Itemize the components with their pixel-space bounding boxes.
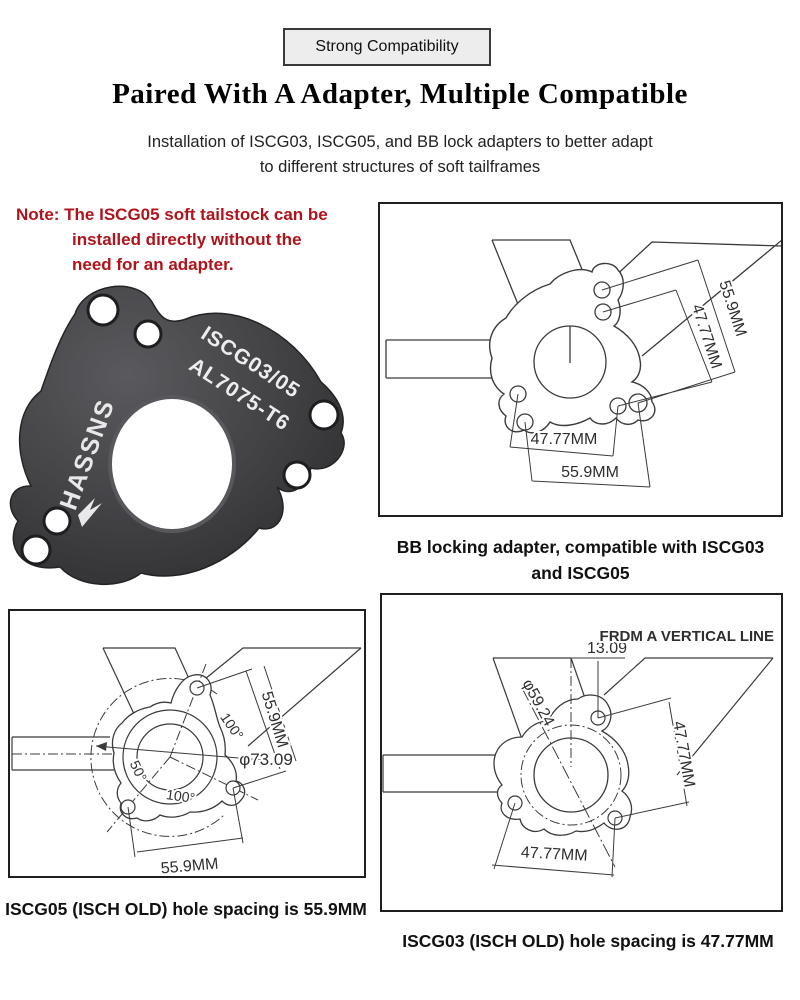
iscg05-caption: ISCG05 (ISCH OLD) hole spacing is 55.9MM bbox=[5, 899, 367, 919]
dim-label-55-9-bottom: 55.9MM bbox=[160, 856, 219, 876]
bb-shell-circle bbox=[533, 325, 607, 399]
badge-label: Strong Compatibility bbox=[315, 38, 459, 55]
center-bore-hole bbox=[108, 395, 236, 533]
adapter-plate-outline bbox=[493, 694, 633, 836]
bb-caption-line1: BB locking adapter, compatible with ISCG… bbox=[396, 537, 765, 557]
subtitle-line1: Installation of ISCG03, ISCG05, and BB l… bbox=[147, 133, 653, 151]
brand-logo-icon bbox=[78, 498, 102, 527]
dim-label-47-77-rot: 47.77MM bbox=[688, 302, 725, 371]
iscg05-diagram-box: 55.9MM φ73.09 100° 50° 100° 55.9MM bbox=[8, 609, 366, 880]
bolt-hole bbox=[282, 460, 312, 490]
bolt-hole bbox=[133, 319, 163, 349]
subtitle-line2: to different structures of soft tailfram… bbox=[259, 158, 541, 176]
dim-label-55-9-bottom: 55.9MM bbox=[561, 464, 619, 481]
reference-note-label: FRDM A VERTICAL LINE bbox=[600, 628, 774, 645]
bolt-hole bbox=[42, 506, 72, 536]
adapter-product-photo: ISCG03/05 AL7075-T6 HASSNS bbox=[9, 285, 345, 585]
frame-tubes bbox=[382, 657, 774, 793]
arrowhead bbox=[96, 742, 107, 751]
adapter-plate-outline bbox=[111, 674, 246, 822]
bb-diagram-box: 55.9MM 47.77MM 47.77MM 55.9MM bbox=[378, 202, 783, 517]
iscg05-diagram: 55.9MM φ73.09 100° 50° 100° 55.9MM bbox=[11, 647, 362, 880]
bolt-hole bbox=[308, 399, 340, 431]
bolt-radial-centerlines bbox=[106, 663, 259, 833]
dimension-lines bbox=[95, 665, 297, 858]
diameter-label: φ73.09 bbox=[239, 750, 293, 769]
note-text: Note: The ISCG05 soft tailstock can be i… bbox=[16, 202, 348, 277]
iscg03-caption: ISCG03 (ISCH OLD) hole spacing is 47.77M… bbox=[402, 931, 774, 951]
dimension-lines bbox=[509, 259, 736, 488]
dimension-lines bbox=[491, 657, 690, 878]
offset-label: 13.09 bbox=[587, 640, 627, 657]
bb-diagram-caption: BB locking adapter, compatible with ISCG… bbox=[378, 534, 783, 586]
bolt-hole bbox=[20, 534, 52, 566]
bolt-hole bbox=[86, 293, 120, 327]
bb-circles bbox=[122, 709, 218, 805]
strong-compatibility-badge: Strong Compatibility bbox=[283, 28, 491, 66]
dim-label-47-77-bottom: 47.77MM bbox=[520, 844, 588, 864]
bb-diagram: 55.9MM 47.77MM 47.77MM 55.9MM bbox=[385, 239, 783, 488]
iscg03-diagram: 13.09 FRDM A VERTICAL LINE φ59.24 47.77M… bbox=[382, 626, 776, 878]
page-title: Paired With A Adapter, Multiple Compatib… bbox=[112, 78, 688, 110]
note-line3: need for an adapter. bbox=[72, 255, 234, 274]
note-line1: Note: The ISCG05 soft tailstock can be bbox=[16, 205, 328, 224]
dim-label-47-77-bottom: 47.77MM bbox=[531, 431, 598, 448]
dim-label-55-9-rot: 55.9MM bbox=[715, 278, 749, 338]
note-line2: installed directly without the bbox=[72, 230, 302, 249]
diameter-label: φ59.24 bbox=[519, 677, 558, 730]
subtitle: Installation of ISCG03, ISCG05, and BB l… bbox=[0, 130, 800, 180]
adapter-plate-outline bbox=[488, 262, 656, 434]
adapter-plate: ISCG03/05 AL7075-T6 HASSNS bbox=[9, 285, 345, 585]
angle-label-bottom: 100° bbox=[165, 786, 196, 806]
diameter-line bbox=[521, 687, 616, 868]
bb-caption-line2: and ISCG05 bbox=[531, 563, 630, 583]
outer-centerline-circle bbox=[90, 677, 225, 837]
iscg03-diagram-box: 13.09 FRDM A VERTICAL LINE φ59.24 47.77M… bbox=[380, 593, 783, 912]
